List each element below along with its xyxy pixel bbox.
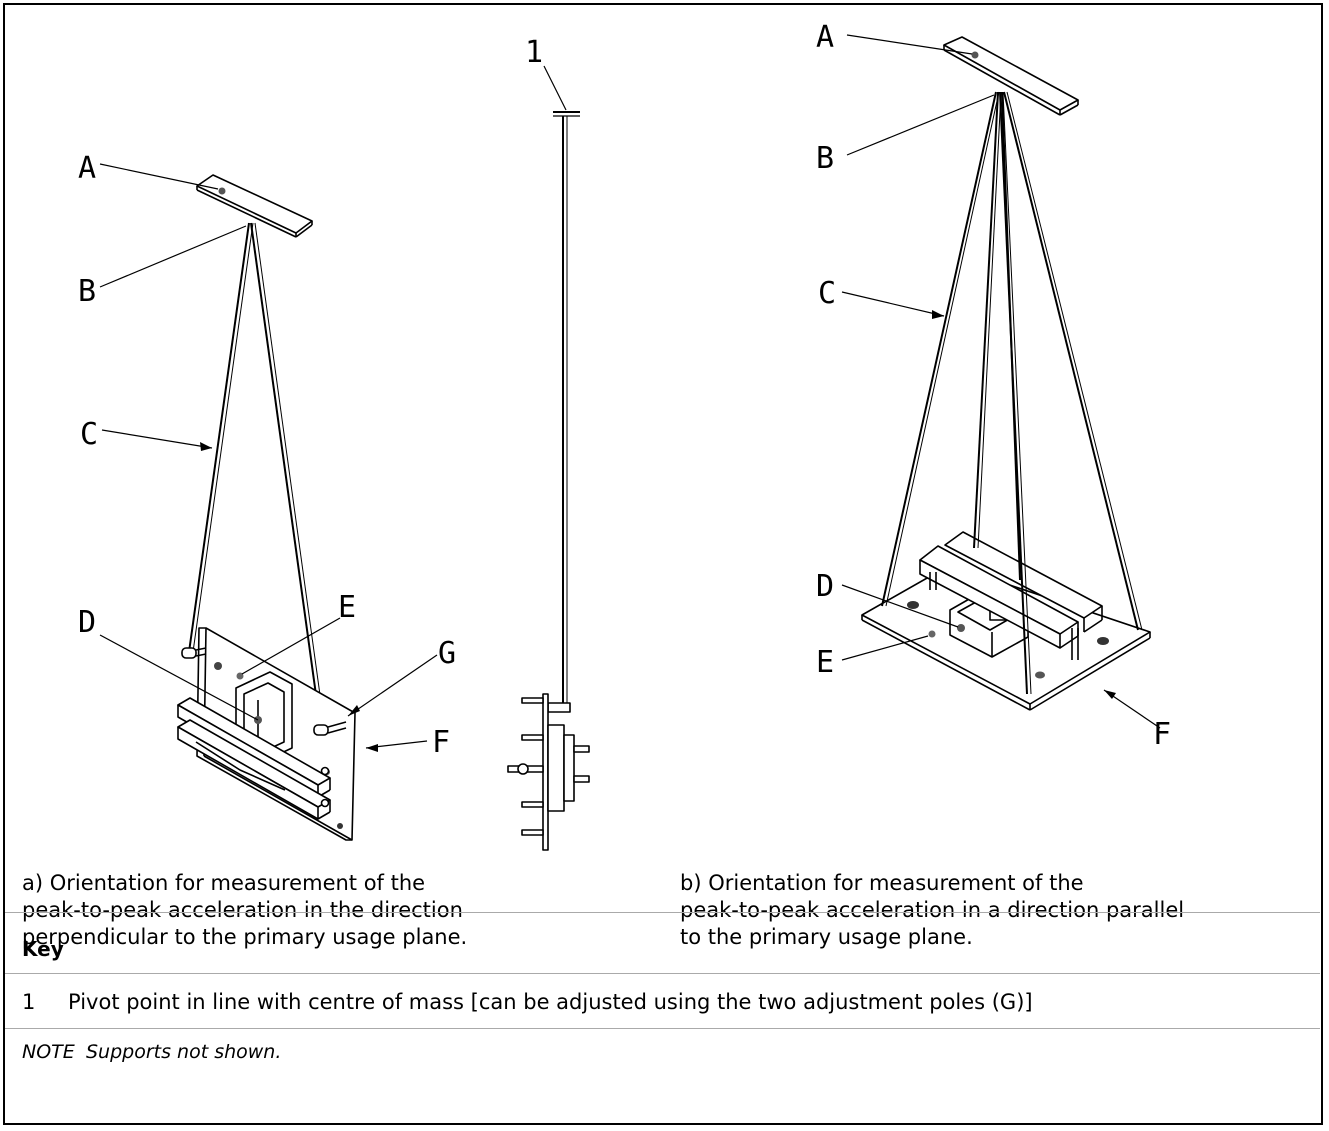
side-view xyxy=(507,111,590,851)
note: NOTE Supports not shown. xyxy=(22,1041,281,1063)
label-b-E: E xyxy=(816,645,834,680)
label-b-C: C xyxy=(818,276,836,311)
figure-b-parallel xyxy=(841,34,1161,729)
divider xyxy=(5,973,1320,974)
caption-b: b) Orientation for measurement of the pe… xyxy=(680,871,1185,949)
note-tag: NOTE xyxy=(22,1041,75,1063)
label-a-B: B xyxy=(78,274,96,309)
label-b-B: B xyxy=(816,141,834,176)
label-b-D: D xyxy=(816,569,834,604)
divider xyxy=(5,912,1320,913)
caption-a: a) Orientation for measurement of the pe… xyxy=(22,871,468,949)
label-b-F: F xyxy=(1153,717,1171,752)
figure-a-perpendicular xyxy=(99,163,438,841)
label-a-F: F xyxy=(432,725,450,760)
label-side-1: 1 xyxy=(525,35,543,70)
label-a-E: E xyxy=(338,590,356,625)
key-item-number: 1 xyxy=(22,990,36,1014)
label-a-A: A xyxy=(78,151,96,186)
key-heading: Key xyxy=(22,937,64,961)
support-plate-b xyxy=(943,36,1079,111)
label-a-D: D xyxy=(78,605,96,640)
divider xyxy=(5,1028,1320,1029)
note-text: Supports not shown. xyxy=(86,1041,282,1063)
label-a-C: C xyxy=(80,417,98,452)
key-item-text: Pivot point in line with centre of mass … xyxy=(68,990,1033,1014)
label-b-A: A xyxy=(816,20,834,55)
label-a-G: G xyxy=(438,636,456,671)
wire-right xyxy=(250,222,321,725)
wire-left xyxy=(188,222,250,653)
key-item: 1 Pivot point in line with centre of mass… xyxy=(22,990,1033,1014)
support-plate-a xyxy=(196,174,313,234)
